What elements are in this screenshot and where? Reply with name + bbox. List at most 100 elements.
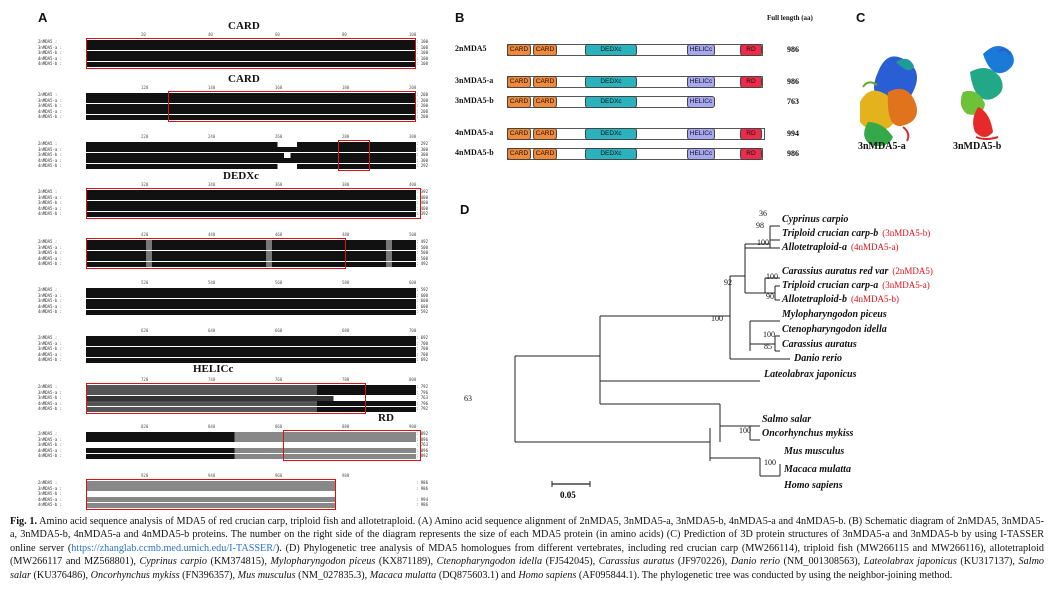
panel-label-a: A: [38, 10, 48, 25]
bootstrap-value: 92: [724, 278, 732, 287]
sequence-name: 3nMDA5-a :: [38, 389, 63, 395]
sequence-end-position: : 692: [415, 357, 428, 362]
protein-name: 2nMDA5: [455, 44, 487, 53]
tree-tip: Macaca mulatta: [784, 464, 851, 475]
sequence-row: [86, 211, 416, 217]
sequence-end-position: : 592: [415, 309, 428, 314]
sequence-row: [86, 298, 416, 304]
sequence-end-position: : 600: [415, 292, 428, 298]
rd-domain: RD: [740, 44, 762, 56]
bootstrap-value: 100: [766, 272, 778, 281]
sequence-end-position: : 392: [415, 211, 428, 216]
sequence-row: [86, 304, 416, 309]
ruler-tick: 40: [208, 32, 213, 37]
sequence-name: 3nMDA5-a :: [38, 340, 63, 346]
dedx-domain: DEDXc: [585, 96, 637, 108]
taxon-name: Carassius auratus: [782, 339, 857, 350]
sequence-row: [86, 163, 416, 169]
tree-tip: Triploid crucian carp-b(3nMDA5-b): [782, 228, 930, 239]
sequence-name: 2nMDA5 :: [38, 239, 58, 244]
sequence-name: 3nMDA5-b :: [38, 491, 63, 496]
ruler-tick: 560: [275, 280, 283, 285]
sequence-end-position: : 592: [415, 287, 428, 292]
tree-tip: Danio rerio: [794, 353, 842, 364]
sequence-end-position: : 994: [415, 496, 428, 502]
panel-label-d: D: [460, 202, 470, 217]
caption-link[interactable]: https://zhanglab.ccmb.med.umich.edu/I-TA…: [71, 542, 276, 554]
sequence-row: [86, 390, 416, 395]
taxon-name: Danio rerio: [794, 353, 843, 364]
sequence-name: 4nMDA5-a :: [38, 205, 63, 211]
sequence-name: 3nMDA5-b :: [38, 152, 63, 157]
protein-name: 4nMDA5-b: [455, 148, 494, 157]
sequence-end-position: : 392: [415, 189, 428, 194]
tree-tip: Allotetraploid-b(4nMDA5-b): [782, 294, 899, 305]
domain-title: CARD: [228, 73, 260, 85]
protein-length: 986: [787, 77, 799, 86]
sequence-name: 4nMDA5-b :: [38, 163, 63, 168]
sequence-end-position: : 986: [415, 502, 428, 507]
domain-highlight-box: [86, 188, 421, 219]
taxon-name: Homo sapiens: [784, 480, 843, 491]
protein-name: 3nMDA5-b: [455, 96, 494, 105]
ruler-tick: 340: [208, 182, 216, 187]
ruler-tick: 440: [208, 232, 216, 237]
sequence-row: [86, 114, 416, 120]
ruler-tick: 320: [141, 182, 149, 187]
heli-domain: HELICc: [687, 128, 715, 140]
ruler-tick: 900: [409, 424, 417, 429]
domain-highlight-box: [86, 479, 336, 510]
caption-species: Salmo salar: [10, 556, 1045, 581]
sequence-row: [86, 261, 416, 267]
ruler-tick: 840: [208, 424, 216, 429]
structure-3nmda5-a: [860, 56, 917, 146]
tree-tip: Cyprinus carpio: [782, 214, 848, 225]
ruler-tick: 940: [208, 473, 216, 478]
phylogenetic-tree-panel: D: [460, 196, 1040, 506]
sequence-name: 4nMDA5-b :: [38, 114, 63, 119]
taxon-name: Triploid crucian carp-a: [782, 280, 879, 291]
bootstrap-value: 36: [759, 209, 767, 218]
sequence-row: [86, 158, 416, 163]
sequence-row: [86, 45, 416, 50]
domain-title: DEDXc: [223, 170, 260, 182]
sequence-row: [86, 497, 336, 502]
sequence-end-position: : 500: [415, 255, 428, 261]
sequence-row: [86, 245, 416, 250]
ruler-tick: 680: [342, 328, 350, 333]
ruler-tick: 260: [275, 134, 283, 139]
tree-tip: Lateolabrax japonicus: [764, 369, 857, 380]
sequence-end-position: : 896: [415, 447, 428, 453]
bootstrap-value: 100: [739, 426, 751, 435]
sequence-name: 4nMDA5-a :: [38, 496, 63, 502]
caption-species: Homo sapiens: [518, 569, 577, 581]
sequence-row: [86, 256, 416, 261]
tree-tip: Oncorhynchus mykiss: [762, 428, 853, 439]
sequence-end-position: : 292: [415, 163, 428, 168]
ruler-tick: 80: [342, 32, 347, 37]
ruler-tick: 60: [275, 32, 280, 37]
ruler-tick: 120: [141, 85, 149, 90]
sequence-name: 2nMDA5 :: [38, 480, 58, 485]
sequence-end-position: : 300: [415, 157, 428, 163]
ruler-tick: 280: [342, 134, 350, 139]
sequence-name: 4nMDA5-a :: [38, 351, 63, 357]
caption-accession: (FN396357),: [179, 569, 238, 581]
tree-tip: Mylopharyngodon piceus: [782, 309, 887, 320]
sequence-name: 4nMDA5-a :: [38, 447, 63, 453]
sequence-end-position: : 292: [415, 141, 428, 146]
sequence-end-position: : 200: [415, 103, 428, 108]
sequence-name: 2nMDA5 :: [38, 39, 58, 44]
ruler-tick: 140: [208, 85, 216, 90]
sequence-end-position: : 986: [415, 480, 428, 485]
ruler-tick: 980: [342, 473, 350, 478]
taxon-name: Salmo salar: [762, 414, 812, 425]
sequence-name: 2nMDA5 :: [38, 92, 58, 97]
